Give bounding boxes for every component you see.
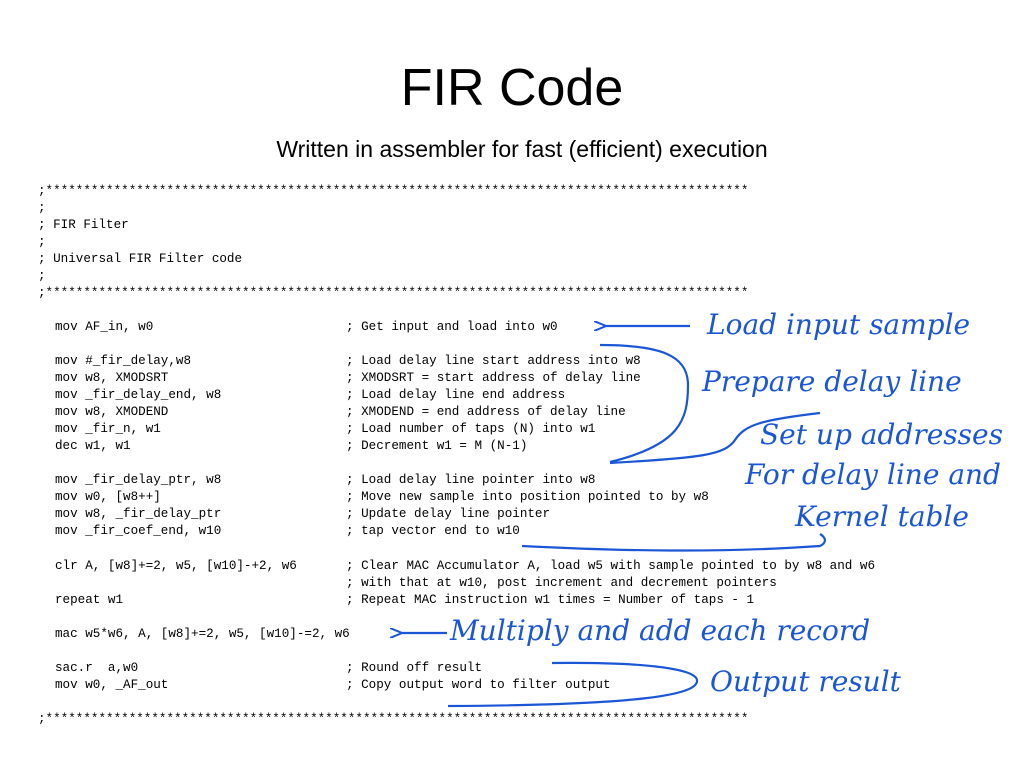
code-comment: ; Update delay line pointer bbox=[346, 507, 551, 521]
annotation-kernel-table: Kernel table bbox=[795, 500, 969, 533]
code-comment: ; Clear MAC Accumulator A, load w5 with … bbox=[346, 559, 876, 573]
code-instruction: mov _fir_delay_end, w8 bbox=[55, 388, 222, 402]
code-instruction: mov w8, XMODSRT bbox=[55, 371, 169, 385]
code-header-line: ; Universal FIR Filter code bbox=[38, 252, 243, 266]
code-instruction: repeat w1 bbox=[55, 593, 124, 607]
code-instruction: mov w0, [w8++] bbox=[55, 490, 161, 504]
code-comment: ; Load number of taps (N) into w1 bbox=[346, 422, 596, 436]
code-comment: ; Load delay line start address into w8 bbox=[346, 354, 641, 368]
code-instruction: clr A, [w8]+=2, w5, [w10]-+2, w6 bbox=[55, 559, 297, 573]
code-instruction: mov w8, XMODEND bbox=[55, 405, 169, 419]
code-comment: ; XMODEND = end address of delay line bbox=[346, 405, 626, 419]
code-instruction: dec w1, w1 bbox=[55, 439, 131, 453]
code-comment: ; Load delay line end address bbox=[346, 388, 566, 402]
annotation-setup-addresses: Set up addresses bbox=[760, 418, 1003, 451]
annotation-prepare-delay: Prepare delay line bbox=[702, 365, 962, 398]
code-instruction: mov w0, _AF_out bbox=[55, 678, 169, 692]
code-comment: ; Round off result bbox=[346, 661, 483, 675]
code-comment: ; tap vector end to w10 bbox=[346, 524, 520, 538]
code-comment: ; Repeat MAC instruction w1 times = Numb… bbox=[346, 593, 755, 607]
code-comment: ; with that at w10, post increment and d… bbox=[346, 576, 777, 590]
code-instruction: mov _fir_n, w1 bbox=[55, 422, 161, 436]
code-header-line: ; FIR Filter bbox=[38, 218, 129, 232]
annotation-multiply-add: Multiply and add each record bbox=[450, 614, 871, 647]
code-comment: ; Get input and load into w0 bbox=[346, 320, 558, 334]
annotation-load-input: Load input sample bbox=[707, 308, 971, 341]
code-instruction: mac w5*w6, A, [w8]+=2, w5, [w10]-=2, w6 bbox=[55, 627, 350, 641]
slide-title: FIR Code bbox=[400, 59, 624, 117]
code-header-line: ; bbox=[38, 201, 46, 215]
code-instruction: mov w8, _fir_delay_ptr bbox=[55, 507, 222, 521]
code-header-line: ; bbox=[38, 235, 46, 249]
curve-kernel-table bbox=[521, 533, 826, 552]
code-instruction: mov #_fir_delay,w8 bbox=[55, 354, 192, 368]
code-comment: ; Load delay line pointer into w8 bbox=[346, 473, 596, 487]
annotation-delay-kernel: For delay line and bbox=[745, 458, 1001, 491]
code-instruction: sac.r a,w0 bbox=[55, 661, 139, 675]
code-header-line: ;***************************************… bbox=[38, 286, 749, 300]
code-comment: ; Copy output word to filter output bbox=[346, 678, 611, 692]
code-footer-line: ;***************************************… bbox=[38, 712, 749, 726]
slide-subtitle: Written in assembler for fast (efficient… bbox=[276, 136, 768, 162]
code-instruction: mov AF_in, w0 bbox=[55, 320, 154, 334]
code-comment: ; Move new sample into position pointed … bbox=[346, 490, 709, 504]
code-instruction: mov _fir_delay_ptr, w8 bbox=[55, 473, 222, 487]
code-comment: ; Decrement w1 = M (N-1) bbox=[346, 439, 528, 453]
code-instruction: mov _fir_coef_end, w10 bbox=[55, 524, 222, 538]
code-header-line: ; bbox=[38, 269, 46, 283]
code-header-line: ;***************************************… bbox=[38, 184, 749, 198]
annotation-output-result: Output result bbox=[710, 665, 901, 698]
code-comment: ; XMODSRT = start address of delay line bbox=[346, 371, 641, 385]
